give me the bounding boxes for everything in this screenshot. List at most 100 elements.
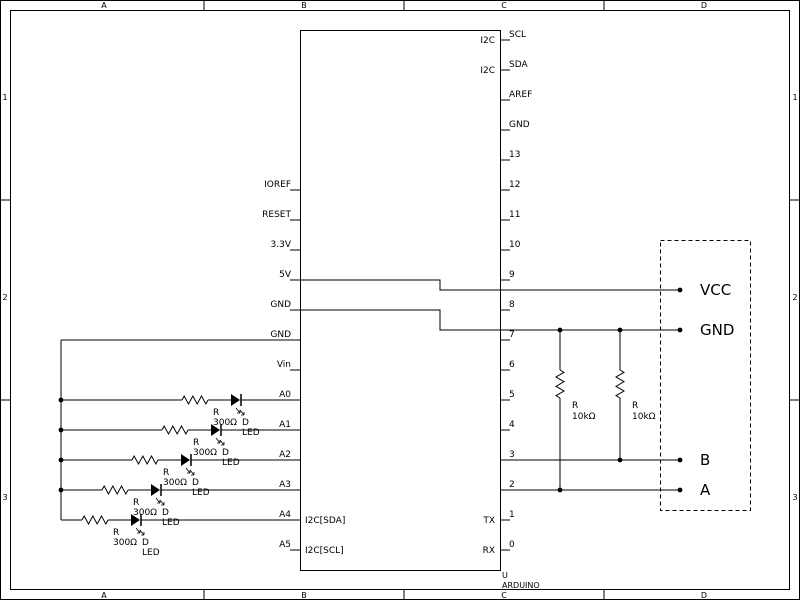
pin-name-left: RESET xyxy=(262,210,291,220)
pin-name-left: 3.3V xyxy=(271,240,292,250)
pin-name-left: A5 xyxy=(279,540,291,550)
frame-column-label-bottom: B xyxy=(301,591,307,600)
junction-dot xyxy=(617,327,623,333)
diode-ref-label: D xyxy=(162,508,169,518)
pin-name-left: Vin xyxy=(277,360,291,370)
resistor-value-label: 300Ω xyxy=(193,448,217,458)
resistor-ref-label: R xyxy=(213,408,219,418)
pin-function-label: RX xyxy=(483,546,495,556)
pin-number-right: 4 xyxy=(509,420,515,430)
frame-column-label-top: B xyxy=(301,1,307,10)
frame-row-label-right: 1 xyxy=(792,93,797,102)
led-diode xyxy=(231,394,245,416)
arduino-name: ARDUINO xyxy=(502,581,540,590)
arduino-ref: U xyxy=(502,571,508,580)
frame-column-label-bottom: C xyxy=(501,591,507,600)
pin-number-right: 10 xyxy=(509,240,521,250)
pin-number-right: 13 xyxy=(509,150,520,160)
diode-type-label: LED xyxy=(142,548,160,558)
pin-function-label: I2C[SDA] xyxy=(305,516,345,526)
junction-dot xyxy=(617,457,623,463)
diode-type-label: LED xyxy=(242,428,260,438)
pin-name-left: A4 xyxy=(279,510,291,520)
frame-row-label-left: 2 xyxy=(2,293,7,302)
pin-number-right: GND xyxy=(509,120,530,130)
led-series-resistor xyxy=(81,514,109,526)
led-body xyxy=(131,514,140,526)
diode-ref-label: D xyxy=(142,538,149,548)
frame-column-label-top: A xyxy=(101,1,107,10)
led-series-resistor xyxy=(101,484,129,496)
led-body xyxy=(211,424,220,436)
pin-name-left: A1 xyxy=(279,420,291,430)
pin-number-right: 8 xyxy=(509,300,515,310)
frame-row-label-left: 1 xyxy=(2,93,7,102)
pin-number-right: 3 xyxy=(509,450,515,460)
pin-function-label: TX xyxy=(482,516,495,526)
led-light-arrow xyxy=(159,499,165,506)
frame-column-label-top: D xyxy=(701,1,707,10)
led-light-arrow xyxy=(139,529,145,536)
led-light-arrow xyxy=(135,527,141,534)
resistor-ref-label: R xyxy=(163,468,169,478)
pullup-resistor xyxy=(555,369,565,399)
pin-number-right: 6 xyxy=(509,360,515,370)
frame-column-label-bottom: D xyxy=(701,591,707,600)
pin-number-right: 1 xyxy=(509,510,515,520)
pin-function-label: I2C xyxy=(480,36,495,46)
junction-dot xyxy=(58,457,64,463)
pullup-ref-label: R xyxy=(572,401,578,411)
pin-function-label: I2C xyxy=(480,66,495,76)
vcc-wire xyxy=(290,279,680,291)
led-light-arrow xyxy=(189,469,195,476)
pin-number-right: SCL xyxy=(509,30,526,40)
junction-dot xyxy=(557,327,563,333)
connector-terminal xyxy=(677,487,683,493)
pin-name-left: A3 xyxy=(279,480,291,490)
pin-name-left: GND xyxy=(270,330,291,340)
diode-type-label: LED xyxy=(192,488,210,498)
resistor-value-label: 300Ω xyxy=(213,418,237,428)
pin-number-right: 0 xyxy=(509,540,515,550)
pin-number-right: 9 xyxy=(509,270,515,280)
led-body xyxy=(231,394,240,406)
led-light-arrow xyxy=(239,409,245,416)
resistor-value-label: 300Ω xyxy=(163,478,187,488)
pullup-ref-label: R xyxy=(632,401,638,411)
pin-name-left: A2 xyxy=(279,450,291,460)
pin-number-right: 2 xyxy=(509,480,515,490)
connector-label: B xyxy=(700,451,710,469)
connector-terminal xyxy=(677,327,683,333)
pullup-value-label: 10kΩ xyxy=(572,412,596,422)
inner-border xyxy=(10,10,790,590)
resistor-ref-label: R xyxy=(133,498,139,508)
connector-outline xyxy=(660,240,751,511)
pin-number-right: SDA xyxy=(509,60,528,70)
led-series-resistor xyxy=(161,424,189,436)
pin-function-label: I2C[SCL] xyxy=(305,546,344,556)
led-series-resistor xyxy=(181,394,209,406)
pin-name-left: 5V xyxy=(279,270,292,280)
connector-label: VCC xyxy=(700,281,731,299)
resistor-value-label: 300Ω xyxy=(113,538,137,548)
pullup-resistor xyxy=(615,369,625,399)
connector-terminal xyxy=(677,457,683,463)
pin-number-right: AREF xyxy=(509,90,532,100)
pin-number-right: 11 xyxy=(509,210,520,220)
junction-dot xyxy=(58,397,64,403)
resistor-ref-label: R xyxy=(193,438,199,448)
led-body xyxy=(151,484,160,496)
pin-number-right: 7 xyxy=(509,330,515,340)
pin-name-left: A0 xyxy=(279,390,291,400)
frame-column-label-top: C xyxy=(501,1,507,10)
diode-type-label: LED xyxy=(222,458,240,468)
led-light-arrow xyxy=(235,407,241,414)
resistor-ref-label: R xyxy=(113,528,119,538)
frame-row-label-left: 3 xyxy=(2,493,7,502)
diode-ref-label: D xyxy=(192,478,199,488)
junction-dot xyxy=(58,427,64,433)
pin-name-left: IOREF xyxy=(264,180,291,190)
led-body xyxy=(181,454,190,466)
junction-dot xyxy=(557,487,563,493)
